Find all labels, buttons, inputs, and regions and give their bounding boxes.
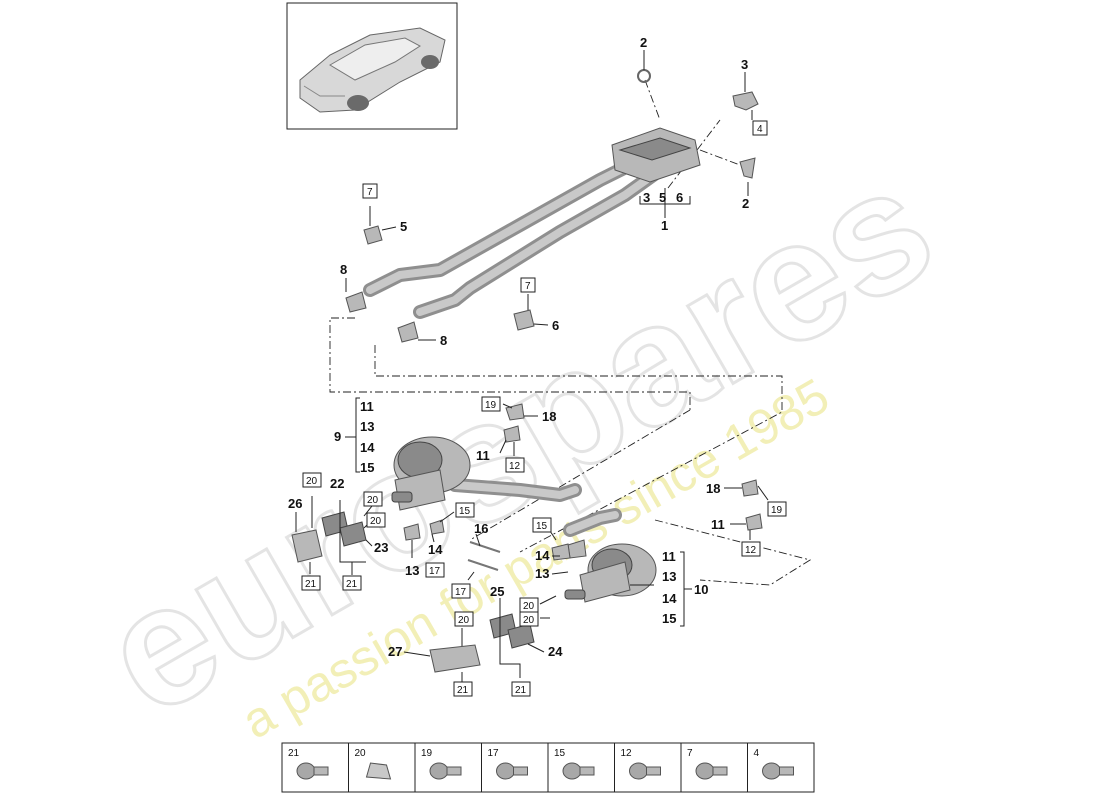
bracket-5 xyxy=(363,225,383,245)
callout-8b: 8 xyxy=(440,333,447,348)
callout-11b: 11 xyxy=(711,517,725,532)
callout-14a: 14 xyxy=(428,542,443,557)
ref-17b: 17 xyxy=(455,587,467,598)
callout-24: 24 xyxy=(548,644,563,659)
callout-9: 9 xyxy=(334,429,341,444)
fastener-number-15: 15 xyxy=(554,748,566,759)
ref-20d: 20 xyxy=(523,601,535,612)
tail-trims xyxy=(291,511,535,673)
group9-14: 14 xyxy=(360,440,375,455)
bracket-3 xyxy=(732,91,759,111)
ref-20b: 20 xyxy=(367,495,379,506)
callout-1: 1 xyxy=(661,218,668,233)
ring-2 xyxy=(637,69,651,83)
group10-11: 11 xyxy=(662,549,676,564)
callout-26: 26 xyxy=(288,496,302,511)
group10-14: 14 xyxy=(662,591,677,606)
ref-15b: 15 xyxy=(536,521,548,532)
bracket-2 xyxy=(739,157,756,179)
ref-20e: 20 xyxy=(523,615,535,626)
ref-17a: 17 xyxy=(429,566,441,577)
callout-16: 16 xyxy=(474,521,488,536)
ref-20f: 20 xyxy=(458,615,470,626)
fastener-table: 21 20 19 17 15 12 7 4 xyxy=(281,742,815,793)
callout-2b: 2 xyxy=(742,196,749,211)
fastener-number-7: 7 xyxy=(687,748,693,759)
silencer-right xyxy=(563,479,763,603)
ref-7a: 7 xyxy=(367,187,373,198)
fastener-number-17: 17 xyxy=(488,748,500,759)
callout-22: 22 xyxy=(330,476,344,491)
ref-12b: 12 xyxy=(745,545,757,556)
callout-13b: 13 xyxy=(535,566,549,581)
callout-8a: 8 xyxy=(340,262,347,277)
ref-21c: 21 xyxy=(457,685,469,696)
clip-icon xyxy=(365,762,392,780)
callout-3: 3 xyxy=(741,57,748,72)
bracket-6 xyxy=(513,309,535,331)
vehicle-thumbnail xyxy=(286,2,458,130)
ref-20a: 20 xyxy=(306,476,318,487)
group10-13: 13 xyxy=(662,569,676,584)
bolt-icon xyxy=(562,762,595,780)
boxed-references: 4 7 7 19 12 19 12 20 20 20 21 21 15 15 1… xyxy=(301,120,787,697)
fastener-number-21: 21 xyxy=(288,748,300,759)
callout-18a: 18 xyxy=(542,409,556,424)
ref-20c: 20 xyxy=(370,516,382,527)
ref-12a: 12 xyxy=(509,461,521,472)
callout-23: 23 xyxy=(374,540,388,555)
small-hardware xyxy=(403,519,571,571)
callout-18b: 18 xyxy=(706,481,720,496)
callout-25: 25 xyxy=(490,584,504,599)
group9-15: 15 xyxy=(360,460,374,475)
clamp-8a xyxy=(345,291,367,313)
callout-356-5: 5 xyxy=(659,190,666,205)
trim-26 xyxy=(291,529,323,563)
bolt-icon xyxy=(629,762,661,780)
ref-15a: 15 xyxy=(459,506,471,517)
fastener-number-19: 19 xyxy=(421,748,433,759)
bolt-icon xyxy=(762,762,794,780)
ref-19b: 19 xyxy=(771,505,783,516)
callout-11a: 11 xyxy=(476,448,490,463)
callout-6: 6 xyxy=(552,318,559,333)
fastener-number-12: 12 xyxy=(621,748,633,759)
callout-356-6: 6 xyxy=(676,190,683,205)
callout-2a: 2 xyxy=(640,35,647,50)
group10-15: 15 xyxy=(662,611,676,626)
callout-356-3: 3 xyxy=(643,190,650,205)
fastener-number-4: 4 xyxy=(754,748,760,759)
bolt-icon xyxy=(695,762,728,780)
group9-13: 13 xyxy=(360,419,374,434)
bolt-icon xyxy=(496,762,528,780)
trim-27 xyxy=(429,644,481,673)
callout-13a: 13 xyxy=(405,563,419,578)
clamp-8b xyxy=(397,321,419,343)
callout-labels: 2 3 2 3 5 6 1 5 8 6 8 9 11 13 14 15 18 1… xyxy=(288,35,749,659)
ref-21b: 21 xyxy=(346,579,358,590)
ref-7b: 7 xyxy=(525,281,531,292)
front-pipe-assembly xyxy=(363,127,701,319)
callout-10: 10 xyxy=(694,582,708,597)
group9-11: 11 xyxy=(360,399,374,414)
leader-lines xyxy=(295,50,769,682)
fastener-number-20: 20 xyxy=(355,748,367,759)
callout-14b: 14 xyxy=(535,548,550,563)
ref-21d: 21 xyxy=(515,685,527,696)
bolt-icon xyxy=(429,762,462,780)
callout-5: 5 xyxy=(400,219,407,234)
callout-27: 27 xyxy=(388,644,402,659)
ref-19a: 19 xyxy=(485,400,497,411)
ref-21a: 21 xyxy=(305,579,317,590)
silencer-left xyxy=(391,403,582,511)
assembly-lines xyxy=(329,79,812,586)
bolt-icon xyxy=(296,762,329,780)
ref-4: 4 xyxy=(757,124,763,135)
